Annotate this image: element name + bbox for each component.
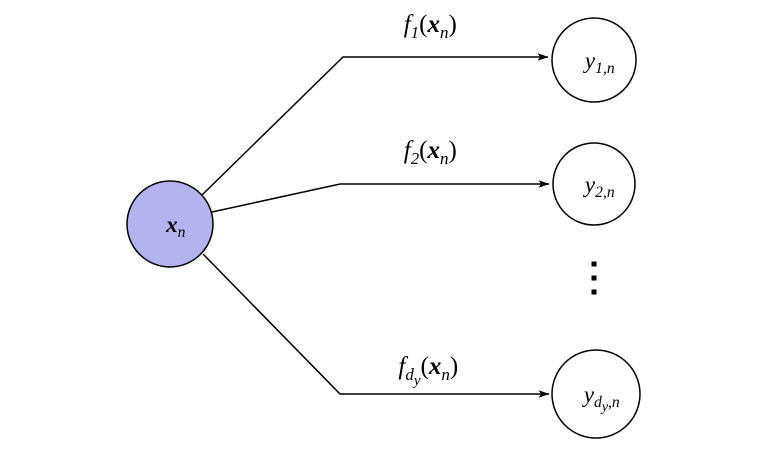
ellipsis-dot <box>591 261 597 267</box>
edge-1-label: f1(xn) <box>347 11 500 42</box>
output-node-dy-circle[interactable] <box>551 349 641 439</box>
output-node-2-label: y2,n <box>533 172 655 202</box>
output-node-dy-group[interactable]: ydy,n <box>532 349 660 439</box>
edge-1-path <box>201 53 549 196</box>
input-node-label: xn <box>114 212 225 242</box>
edge-2-path <box>211 180 550 213</box>
ellipsis-dot <box>591 275 597 281</box>
edge-dy-label: fdy(xn) <box>342 353 502 389</box>
input-node-circle[interactable] <box>126 180 214 268</box>
edges-group <box>201 53 550 398</box>
output-node-dy-label: ydy,n <box>532 382 660 414</box>
input-node-group[interactable]: xn <box>114 180 225 268</box>
edge-labels-group: f1(xn) f2(xn) fdy(xn) <box>342 11 502 389</box>
edge-2-label: f2(xn) <box>347 137 500 168</box>
output-node-1-label: y1,n <box>533 48 655 78</box>
output-node-1-circle[interactable] <box>551 17 637 103</box>
edge-dy-path <box>202 253 550 398</box>
output-node-1-group[interactable]: y1,n <box>533 17 655 103</box>
ellipsis-dot <box>591 289 597 295</box>
vertical-ellipsis-icon <box>591 261 597 295</box>
output-node-2-group[interactable]: y2,n <box>533 142 655 226</box>
output-node-2-circle[interactable] <box>552 142 636 226</box>
